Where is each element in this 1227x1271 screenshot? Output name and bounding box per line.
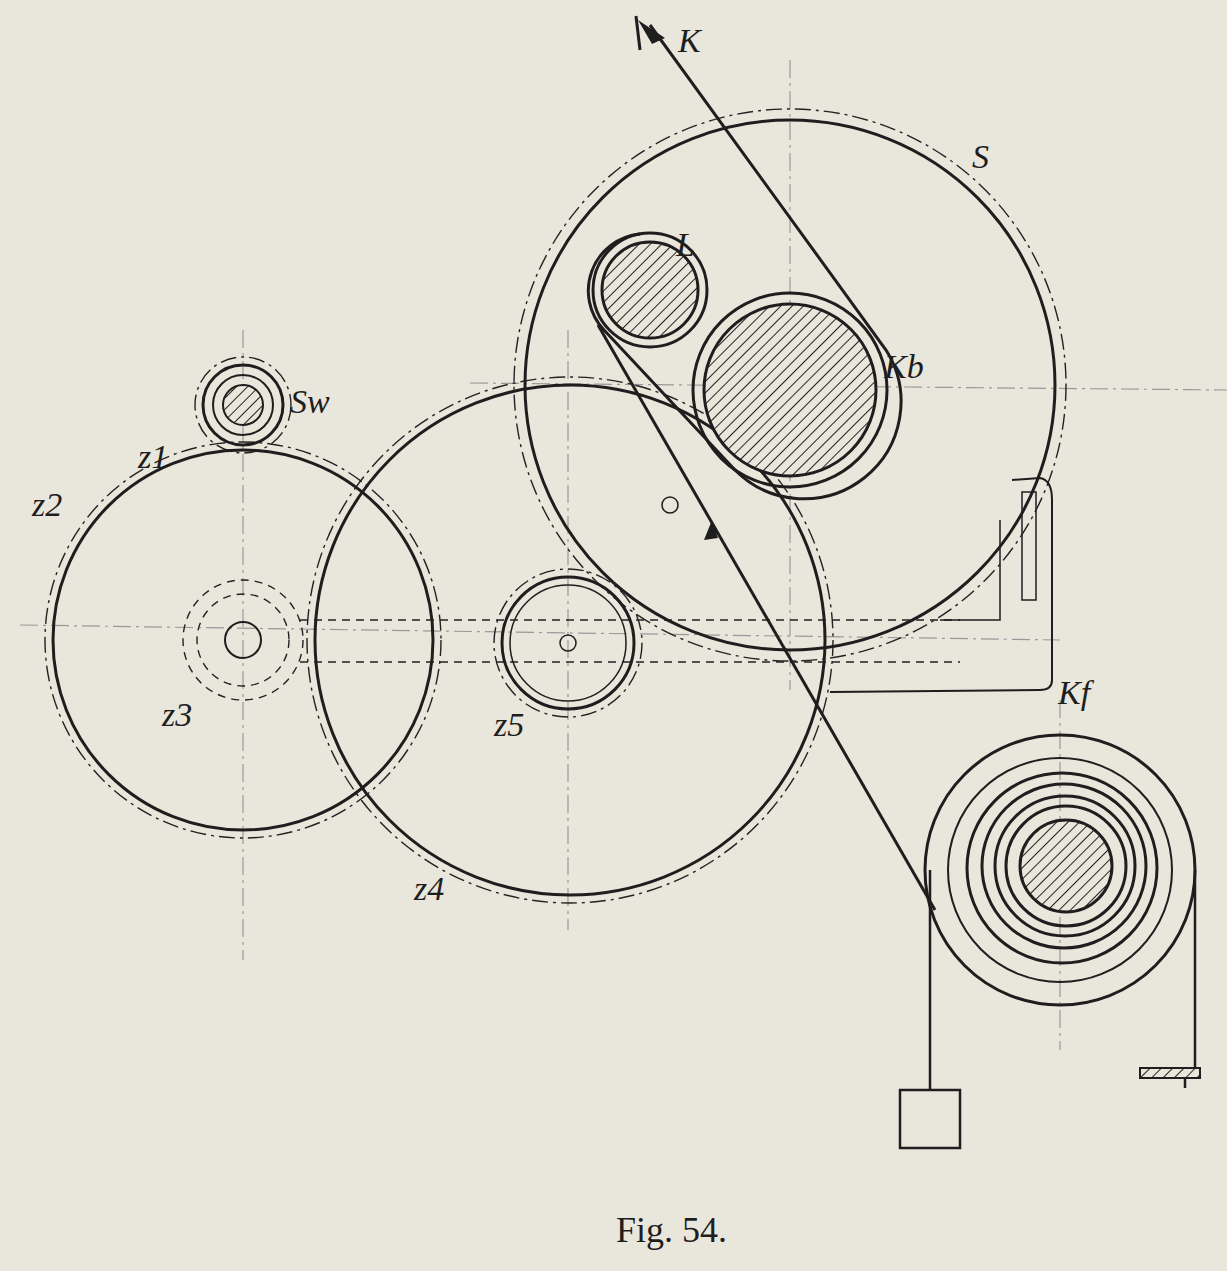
drum-label: Kb bbox=[884, 350, 924, 384]
gear-label: z4 bbox=[414, 872, 444, 906]
wheel-label: S bbox=[972, 140, 989, 174]
roller-label: L bbox=[676, 228, 695, 262]
figure-caption: Fig. 54. bbox=[616, 1212, 727, 1248]
shaft-label: Sw bbox=[290, 385, 330, 419]
gear-label: z1 bbox=[138, 440, 168, 474]
gear-label: z2 bbox=[32, 488, 62, 522]
rope-label: K bbox=[678, 24, 701, 58]
spring-label: Kf bbox=[1058, 676, 1090, 710]
gear-label: z5 bbox=[494, 708, 524, 742]
gear-label: z3 bbox=[162, 698, 192, 732]
